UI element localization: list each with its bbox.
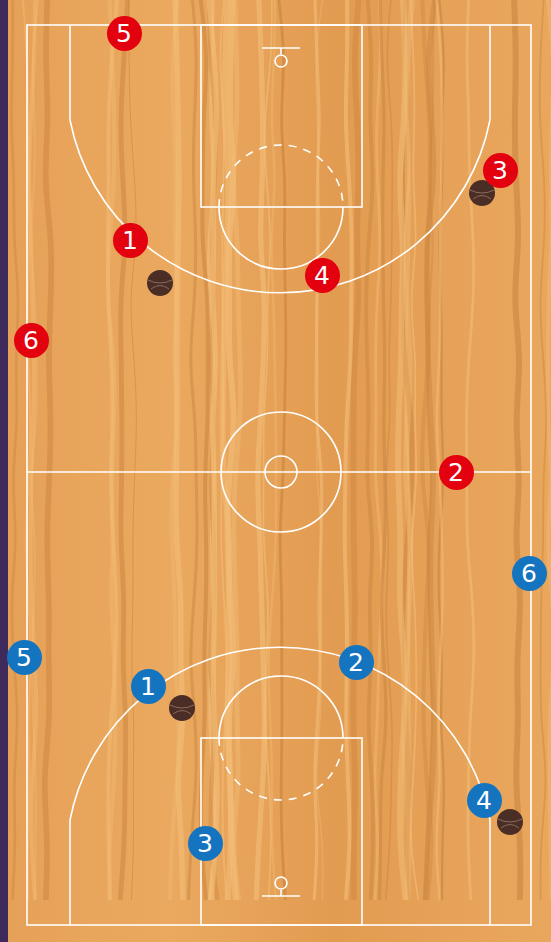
player-number: 5 (16, 645, 32, 670)
player-number: 6 (23, 328, 39, 353)
player-marker: 4 (467, 783, 502, 818)
grain-stroke (29, 0, 36, 900)
player-number: 4 (314, 263, 330, 288)
key (201, 25, 362, 207)
player-number: 1 (122, 228, 138, 253)
grain-stroke (108, 0, 117, 900)
grain-stroke (45, 0, 52, 900)
grain-stroke (406, 0, 412, 900)
player-marker: 3 (188, 826, 223, 861)
free-throw-dashed (219, 145, 343, 207)
grain-stroke (120, 0, 127, 900)
rim (275, 877, 287, 889)
grain-stroke (279, 0, 286, 900)
grain-stroke (540, 0, 547, 900)
player-marker: 6 (512, 556, 547, 591)
wood-grain (11, 0, 551, 900)
grain-stroke (316, 0, 323, 900)
grain-stroke (437, 0, 443, 900)
grain-stroke (209, 0, 217, 900)
grain-stroke (548, 0, 551, 900)
basketball (147, 270, 173, 296)
player-marker: 1 (131, 669, 166, 704)
player-marker: 1 (113, 223, 148, 258)
grain-stroke (380, 0, 386, 900)
grain-stroke (269, 0, 276, 900)
free-throw-circle (219, 676, 343, 738)
three-corner (489, 820, 491, 925)
player-number: 2 (448, 460, 464, 485)
key (201, 738, 362, 925)
grain-stroke (353, 0, 358, 900)
player-marker: 4 (305, 258, 340, 293)
boundary (27, 25, 531, 925)
basketball (497, 809, 523, 835)
three-corner (69, 25, 71, 120)
wood-floor (8, 0, 551, 942)
rim-neck (280, 890, 282, 896)
grain-stroke (11, 0, 18, 900)
player-number: 5 (116, 21, 132, 46)
grain-stroke (170, 0, 178, 900)
three-corner (69, 820, 71, 925)
rim (275, 55, 287, 67)
player-number: 3 (197, 831, 213, 856)
grain-stroke (129, 0, 137, 900)
player-marker: 3 (483, 153, 518, 188)
grain-stroke (426, 0, 435, 900)
basketball (169, 695, 195, 721)
grain-stroke (404, 0, 412, 900)
grain-stroke (467, 0, 474, 900)
player-number: 2 (348, 650, 364, 675)
player-number: 3 (492, 158, 508, 183)
three-point-arc (70, 120, 490, 293)
grain-stroke (375, 0, 382, 900)
player-marker: 2 (439, 455, 474, 490)
grain-stroke (514, 0, 520, 900)
rim-neck (280, 48, 282, 54)
three-corner (489, 25, 491, 120)
grain-stroke (189, 0, 198, 900)
grain-stroke (366, 0, 373, 900)
grain-stroke (386, 0, 393, 900)
player-marker: 6 (14, 323, 49, 358)
balls (147, 180, 523, 835)
grain-stroke (209, 0, 217, 900)
player-marker: 5 (7, 640, 42, 675)
center-circle (221, 412, 341, 532)
player-number: 4 (476, 788, 492, 813)
player-marker: 2 (339, 645, 374, 680)
court-lines (27, 25, 531, 925)
grain-stroke (411, 0, 419, 900)
player-number: 6 (521, 561, 537, 586)
three-point-arc (70, 647, 490, 820)
grain-stroke (345, 0, 352, 900)
grain-stroke (228, 0, 236, 900)
player-number: 1 (140, 674, 156, 699)
player-marker: 5 (107, 16, 142, 51)
center-small-circle (265, 456, 297, 488)
free-throw-dashed (219, 738, 343, 800)
